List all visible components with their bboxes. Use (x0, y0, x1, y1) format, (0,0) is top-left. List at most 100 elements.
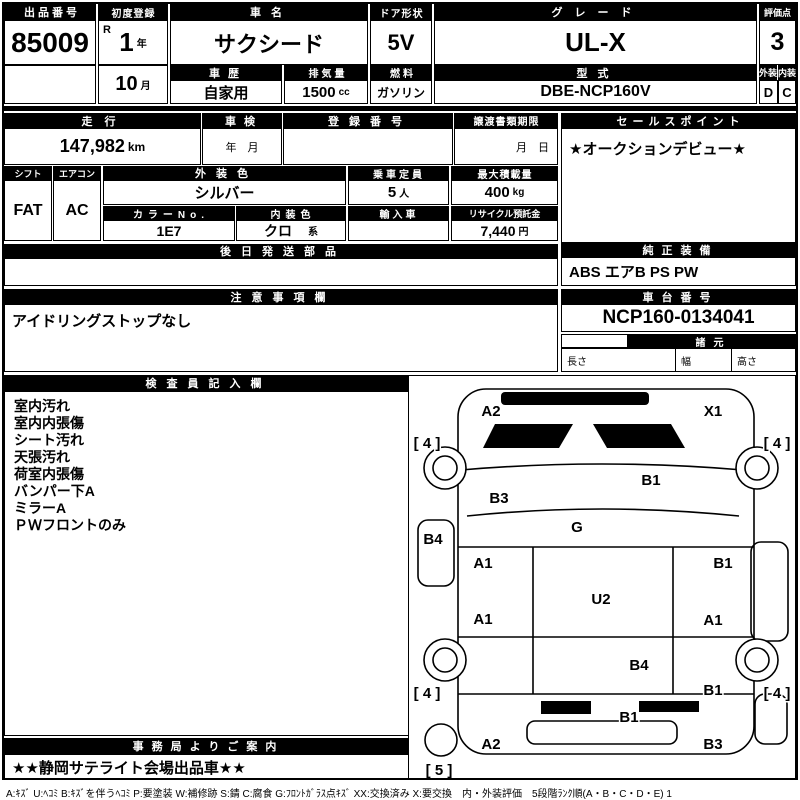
damage-code-label: B1 (703, 682, 722, 699)
lot-number-header: 出品番号 (4, 4, 96, 20)
car-name: サクシード (170, 20, 368, 65)
door-shape: 5V (370, 20, 432, 65)
inspector-item: ＰＷフロントのみ (14, 517, 126, 533)
length-cell: 長さ (561, 348, 677, 372)
era-label: R (103, 24, 111, 36)
inspector-item: 室内内張傷 (14, 415, 84, 431)
front-trim-bar (501, 392, 649, 405)
later-parts-header: 後日発送部品 (4, 244, 558, 258)
office-announcement-value: ★★静岡サテライト会場出品車★★ (4, 754, 409, 780)
later-parts-value (4, 258, 558, 286)
caution-header: 注意事項欄 (4, 289, 558, 304)
max-load-value: 400 (484, 184, 510, 201)
damage-code-label: G (571, 519, 583, 536)
inspection-header: 車検 (202, 113, 282, 128)
recycle-deposit-header: リサイクル預託金 (451, 206, 558, 220)
section-divider (2, 106, 798, 111)
damage-code-label: B4 (629, 657, 649, 674)
interior-color-unit: 系 (308, 227, 318, 238)
exterior-score-header: 外装 (759, 65, 777, 80)
damage-code-label: A2 (481, 736, 500, 753)
mileage-unit: km (127, 139, 146, 154)
damage-code-label: A1 (473, 555, 492, 572)
recycle-deposit-value: 7,440 (480, 222, 516, 239)
max-load-unit: kg (512, 187, 525, 198)
dimensions-header: 諸元 (627, 334, 796, 348)
aircon-value: AC (53, 180, 101, 241)
capacity-unit: 人 (399, 189, 410, 200)
lot-number: 85009 (4, 20, 96, 65)
damage-code-label: A1 (703, 612, 722, 629)
damage-code-label: B3 (489, 490, 508, 507)
recycle-deposit-cell: 7,440 円 (451, 220, 558, 241)
right-wiper (593, 424, 685, 448)
first-registration-header: 初度登録 (98, 4, 168, 20)
rear-glass-right (639, 701, 699, 712)
damage-code-label: B3 (703, 736, 722, 753)
exterior-score: D (759, 80, 778, 104)
displacement-value: 1500 (302, 83, 336, 101)
wheel-group (423, 446, 779, 757)
rear-left-rim-icon (432, 647, 458, 673)
car-name-header: 車名 (170, 4, 368, 20)
left-wiper (483, 424, 573, 448)
dimensions-empty-cell (561, 334, 628, 348)
inspector-item: 天張汚れ (14, 449, 70, 465)
capacity-cell: 5 人 (348, 180, 449, 205)
capacity-header: 乗車定員 (348, 166, 449, 180)
import-car-header: 輸入車 (348, 206, 449, 220)
damage-code-label: B1 (641, 472, 660, 489)
inspection-value: 年 月 (202, 128, 282, 165)
damage-code-label: B4 (423, 531, 443, 548)
damage-code-label: A2 (481, 403, 500, 420)
damage-code-legend: A:ｷｽﾞ U:ﾍｺﾐ B:ｷｽﾞを伴うﾍｺﾐ P:要塗装 W:補修跡 S:錆 … (6, 789, 672, 800)
interior-score: C (778, 80, 796, 104)
interior-color-cell: クロ 系 (236, 220, 346, 241)
sales-point-value: ★オークションデビュー★ (561, 128, 796, 243)
rear-right-rim-icon (744, 647, 770, 673)
mileage-header: 走行 (4, 113, 201, 128)
score-header: 評価点 (759, 4, 796, 20)
shift-header: シフト (4, 166, 52, 180)
displacement-value-cell: 1500 cc (284, 80, 368, 104)
width-cell: 幅 (675, 348, 733, 372)
car-outline-group (417, 388, 789, 755)
exterior-color-header: 外装色 (103, 166, 346, 180)
inspector-item: 荷室内張傷 (14, 466, 84, 482)
right-rear-panel (754, 693, 788, 745)
grade-value: UL-X (434, 20, 757, 65)
damage-code-label: [ 4 ] (764, 435, 791, 452)
first-reg-month: 10 (115, 73, 138, 95)
office-announcement-header: 事務局よりご案内 (4, 738, 409, 754)
color-no-value: 1E7 (103, 220, 235, 241)
year-unit-label: 年 (136, 39, 147, 50)
fuel-header: 燃料 (370, 65, 432, 80)
damage-code-label: A1 (473, 611, 492, 628)
inspector-item: 室内汚れ (14, 398, 70, 414)
black-trim-group (483, 392, 699, 714)
front-right-rim-icon (744, 455, 770, 481)
height-cell: 高さ (731, 348, 796, 372)
inspector-item: シート汚れ (14, 432, 84, 448)
interior-color-value: クロ (264, 222, 292, 239)
transfer-deadline-value: 月 日 (454, 128, 558, 165)
grade-header: グレード (434, 4, 757, 20)
car-body-outline (457, 388, 755, 755)
chassis-number-value: NCP160-0134041 (561, 304, 796, 332)
damage-code-label: [ 4 ] (414, 685, 441, 702)
registration-number-value (283, 128, 453, 165)
damage-code-label: [ 5 ] (426, 762, 453, 779)
displacement-unit: cc (338, 86, 350, 98)
chassis-number-header: 車台番号 (561, 289, 796, 304)
max-load-cell: 400 kg (451, 180, 558, 205)
model-code-header: 型式 (434, 65, 757, 80)
mileage-cell: 147,982 km (4, 128, 201, 165)
spare-wheel-icon (424, 723, 458, 757)
right-side-panel (750, 541, 789, 642)
interior-score-header: 内装 (778, 65, 796, 80)
damage-code-label: B1 (713, 555, 732, 572)
rear-glass-left (541, 701, 591, 714)
